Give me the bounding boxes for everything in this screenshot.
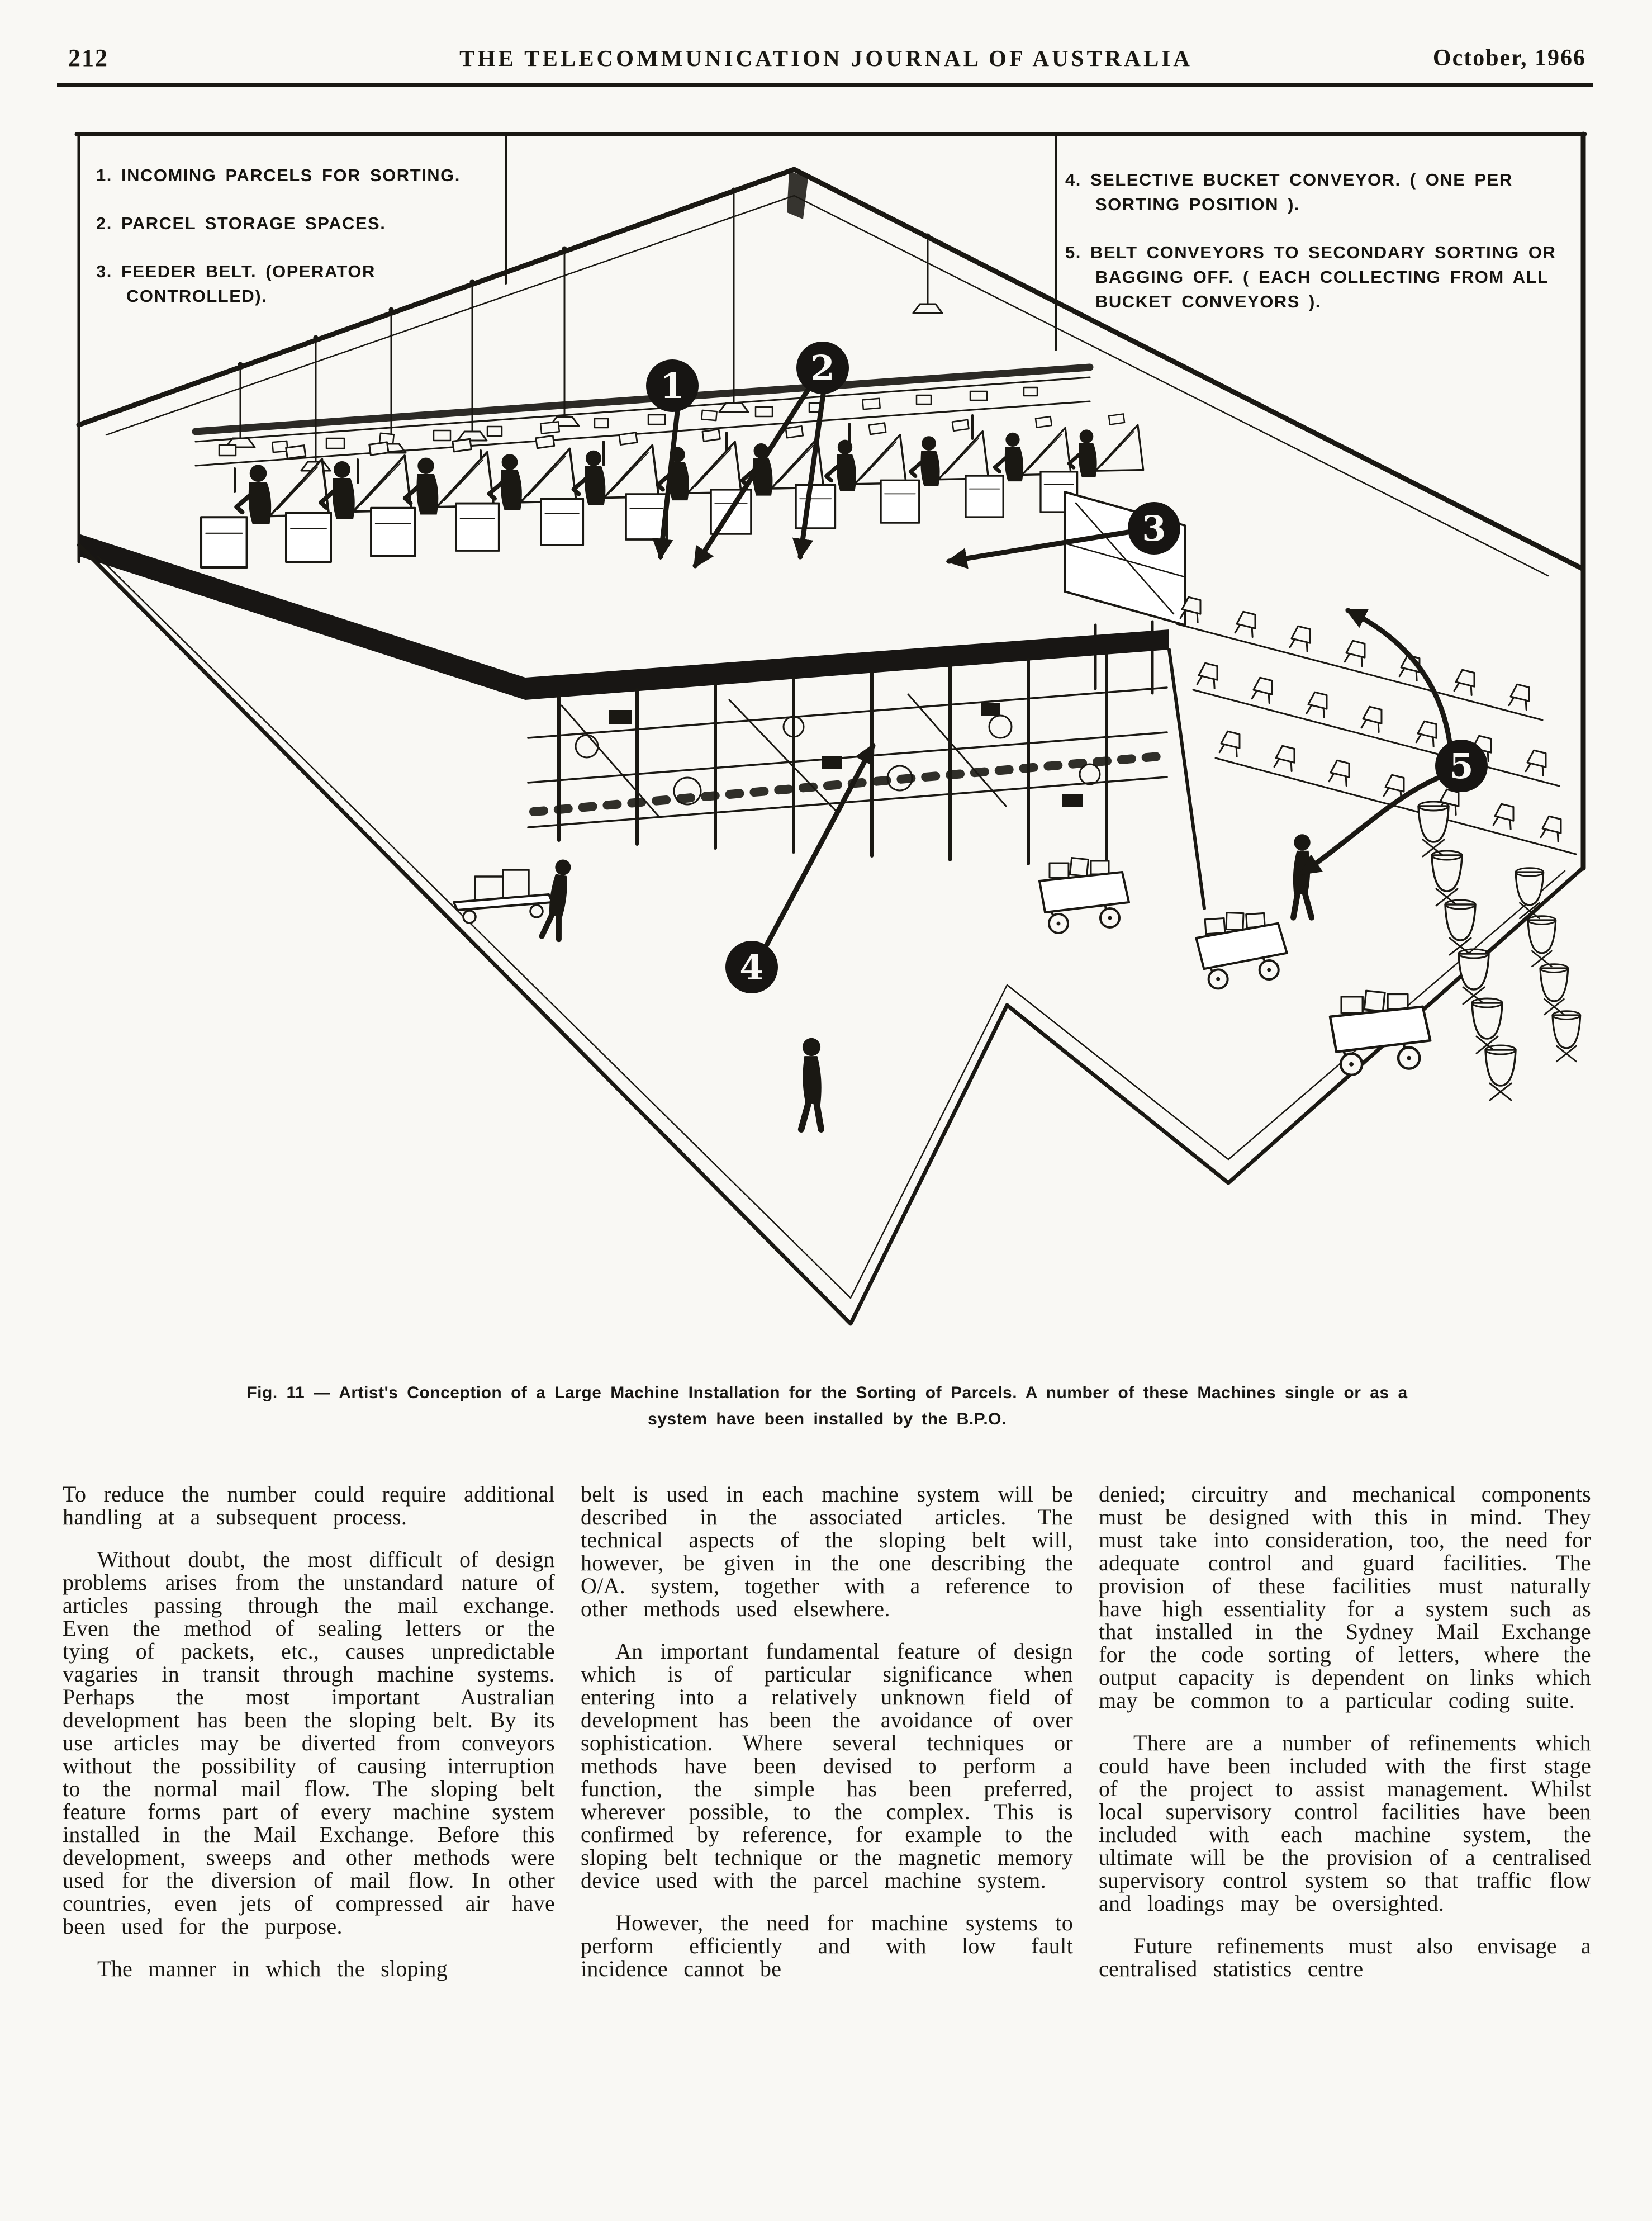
- figure-illustration: 1 2 3 4 5: [74, 131, 1587, 1326]
- leader-line-4: [764, 742, 876, 948]
- figure-markers: 1 2 3 4 5: [646, 342, 1488, 993]
- paragraph: The manner in which the sloping: [97, 1956, 448, 1981]
- paragraph: There are a number of refinements which …: [1099, 1730, 1591, 1916]
- article-column-3: denied; circuitry and mechanical compone…: [1099, 1483, 1591, 1980]
- legend-text: BELT CONVEYORS TO SECONDARY SORTING OR B…: [1090, 243, 1556, 311]
- figure-marker-2: 2: [796, 342, 849, 394]
- paragraph: denied; circuitry and mechanical compone…: [1099, 1481, 1591, 1713]
- figure-marker-5: 5: [1435, 740, 1488, 792]
- figure-caption: Fig. 11 — Artist's Conception of a Large…: [61, 1380, 1593, 1432]
- leader-line-5a: [1345, 608, 1452, 745]
- caption-line-1: Fig. 11 — Artist's Conception of a Large…: [246, 1384, 1408, 1402]
- legend-num: 4.: [1065, 170, 1081, 190]
- parcel-carts: [1038, 856, 1430, 1075]
- svg-text:5: 5: [1449, 746, 1473, 787]
- platform-slab: [79, 534, 1169, 700]
- leader-line-3: [946, 529, 1131, 569]
- hand-trolley: [453, 869, 553, 924]
- leader-line-5b: [1299, 775, 1440, 876]
- article-body: To reduce the number could require addit…: [63, 1483, 1592, 1980]
- legend-left: 1. INCOMING PARCELS FOR SORTING. 2. PARC…: [96, 163, 507, 309]
- gable-block: [787, 171, 808, 219]
- leader-line-2a: [692, 387, 811, 569]
- paragraph: Future refinements must also envisage a …: [1099, 1933, 1591, 1981]
- paragraph: An important fundamental feature of desi…: [581, 1638, 1073, 1893]
- porter-figure: [1293, 834, 1312, 917]
- caption-line-2: system have been installed by the B.P.O.: [648, 1410, 1007, 1428]
- header-rule: [57, 83, 1593, 87]
- svg-text:2: 2: [810, 348, 834, 389]
- legend-num: 3.: [96, 262, 112, 281]
- legend-item: 4. SELECTIVE BUCKET CONVEYOR. ( ONE PER …: [1065, 168, 1582, 217]
- bucket-conveyor-line: [529, 751, 1170, 816]
- roof: [76, 167, 1586, 577]
- legend-text: SELECTIVE BUCKET CONVEYOR. ( ONE PER SOR…: [1090, 170, 1513, 214]
- belt-conveyor-rows: [1175, 595, 1577, 855]
- legend-item: 3. FEEDER BELT. (OPERATOR CONTROLLED).: [96, 259, 507, 309]
- mezzanine-beams: [527, 686, 1168, 828]
- svg-text:4: 4: [739, 947, 763, 988]
- leader-line-1: [652, 409, 680, 560]
- paragraph: belt is used in each machine system will…: [581, 1481, 1073, 1621]
- legend-item: 1. INCOMING PARCELS FOR SORTING.: [96, 163, 507, 188]
- figure-marker-4: 4: [725, 941, 778, 993]
- mezzanine: [527, 648, 1206, 910]
- leader-line-2b: [792, 391, 826, 560]
- figure-marker-1: 1: [646, 359, 699, 412]
- figure-marker-3: 3: [1128, 502, 1180, 555]
- legend-text: INCOMING PARCELS FOR SORTING.: [121, 165, 461, 185]
- legend-num: 2.: [96, 214, 112, 233]
- legend-text: FEEDER BELT. (OPERATOR CONTROLLED).: [121, 262, 376, 306]
- legend-num: 1.: [96, 165, 112, 185]
- walking-figure: [801, 1038, 822, 1129]
- legend-num: 5.: [1065, 243, 1081, 262]
- issue-date: October, 1966: [1432, 45, 1586, 71]
- legend-item: 5. BELT CONVEYORS TO SECONDARY SORTING O…: [1065, 240, 1582, 314]
- svg-text:1: 1: [660, 366, 684, 406]
- overhead-parcel-shelf: [192, 363, 1094, 493]
- figure-frame: [74, 131, 1587, 871]
- svg-text:3: 3: [1142, 508, 1166, 549]
- article-column-1: To reduce the number could require addit…: [63, 1483, 555, 1980]
- journal-title: THE TELECOMMUNICATION JOURNAL OF AUSTRAL…: [459, 45, 1193, 71]
- page-number: 212: [68, 44, 108, 72]
- paragraph: Without doubt, the most difficult of des…: [63, 1547, 555, 1939]
- leader-lines: [652, 387, 1452, 948]
- paragraph: However, the need for machine systems to…: [581, 1910, 1073, 1981]
- legend-text: PARCEL STORAGE SPACES.: [121, 214, 386, 233]
- legend-item: 2. PARCEL STORAGE SPACES.: [96, 211, 507, 236]
- article-column-2: belt is used in each machine system will…: [581, 1483, 1073, 1980]
- worker-figures: [542, 834, 1311, 1129]
- mailbag-rows: [1417, 801, 1582, 1101]
- legend-right: 4. SELECTIVE BUCKET CONVEYOR. ( ONE PER …: [1065, 168, 1582, 314]
- paragraph: To reduce the number could require addit…: [63, 1481, 555, 1529]
- machinery-scribbles: [561, 693, 1101, 818]
